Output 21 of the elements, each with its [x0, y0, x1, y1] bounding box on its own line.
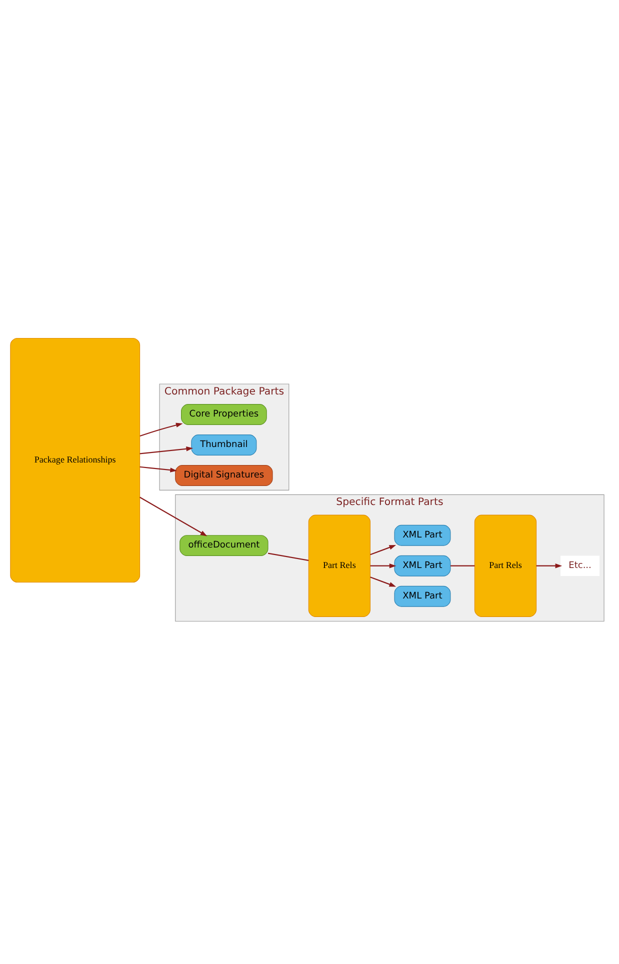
connector — [450, 565, 475, 566]
node-box: XML Part — [394, 586, 451, 607]
arrow — [370, 564, 396, 568]
node-box: Core Properties — [181, 404, 267, 425]
arrow — [140, 422, 183, 437]
node-box: Part Rels — [474, 514, 537, 617]
node-box: XML Part — [394, 555, 451, 576]
node-box: Thumbnail — [191, 434, 257, 456]
arrow — [370, 576, 396, 587]
arrow — [140, 496, 208, 536]
node-box: officeDocument — [180, 535, 268, 556]
node-box: Part Rels — [308, 514, 370, 617]
node-box: Etc... — [560, 556, 600, 576]
node-box: Package Relationships — [10, 338, 140, 583]
arrow — [536, 564, 562, 568]
node-box: Digital Signatures — [175, 465, 273, 486]
arrow — [370, 545, 396, 556]
connector — [268, 552, 309, 562]
arrow — [140, 446, 194, 454]
arrow — [140, 466, 177, 472]
node-box: XML Part — [394, 524, 451, 546]
